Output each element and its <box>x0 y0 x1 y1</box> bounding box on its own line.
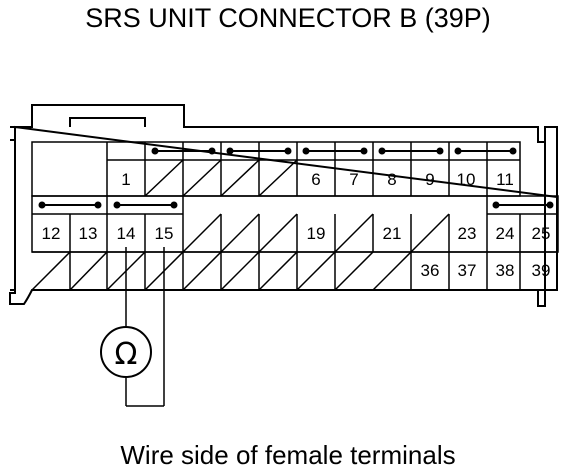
pin-21: 21 <box>383 224 402 243</box>
pin-6: 6 <box>311 170 320 189</box>
pin-25: 25 <box>532 224 551 243</box>
pin-24: 24 <box>496 224 515 243</box>
pin-12: 12 <box>42 224 61 243</box>
pin-15: 15 <box>155 224 174 243</box>
pin-7: 7 <box>349 170 358 189</box>
connector-housing <box>9 104 558 307</box>
pin-9: 9 <box>425 170 434 189</box>
pin-39: 39 <box>532 261 551 280</box>
pin-23: 23 <box>458 224 477 243</box>
pin-13: 13 <box>79 224 98 243</box>
diagram-title: SRS UNIT CONNECTOR B (39P) <box>85 3 491 33</box>
pin-1: 1 <box>121 170 130 189</box>
pin-8: 8 <box>387 170 396 189</box>
lock-tab <box>69 117 146 127</box>
pin-37: 37 <box>458 261 477 280</box>
empty-cavity-marks <box>31 159 450 291</box>
pin-14: 14 <box>117 224 136 243</box>
shorting-bars <box>38 147 554 209</box>
ohmmeter-icon <box>100 326 152 378</box>
pin-10: 10 <box>457 170 476 189</box>
pin-38: 38 <box>496 261 515 280</box>
probe-leads <box>125 247 165 407</box>
pin-19: 19 <box>307 224 326 243</box>
pin-11: 11 <box>496 170 514 189</box>
ohm-symbol: Ω <box>115 337 138 372</box>
diagram-caption: Wire side of female terminals <box>120 440 456 470</box>
pin-labels: 1 6 7 8 9 10 11 12 13 14 15 19 21 23 24 … <box>42 170 551 280</box>
pin-36: 36 <box>421 261 440 280</box>
